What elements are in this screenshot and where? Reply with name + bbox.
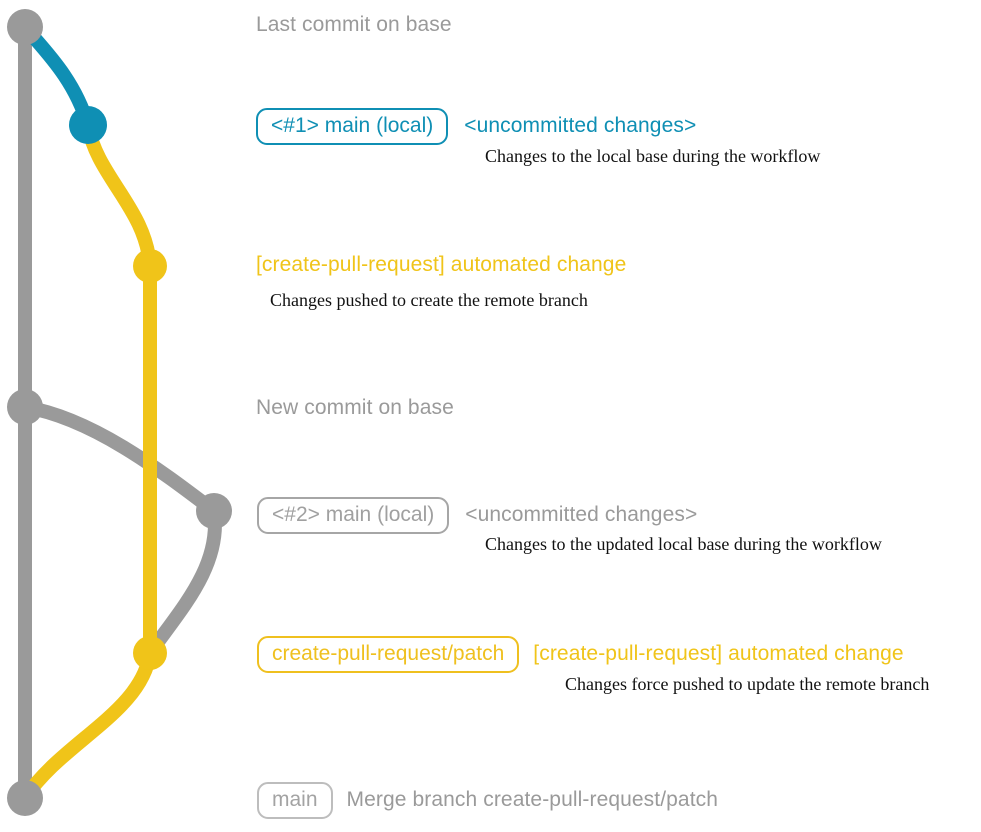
commit-row-patch-1: [create-pull-request] automated change xyxy=(256,253,626,277)
commit-node-base-new[interactable] xyxy=(7,389,43,425)
branch-pill-main[interactable]: main xyxy=(257,782,333,819)
commit-description: Changes force pushed to update the remot… xyxy=(565,674,930,694)
commit-subject: New commit on base xyxy=(256,396,454,419)
commit-subject: <uncommitted changes> xyxy=(464,114,697,137)
commit-node-local-2[interactable] xyxy=(196,493,232,529)
commit-row-base-new: New commit on base xyxy=(256,396,454,420)
edge-patch2-to-merge xyxy=(18,646,157,805)
commit-subject: Last commit on base xyxy=(256,13,452,36)
commit-description: Changes to the updated local base during… xyxy=(485,534,882,554)
edge-base-to-local2 xyxy=(18,400,221,518)
commit-node-base-last[interactable] xyxy=(7,9,43,45)
commit-row-merge: main Merge branch create-pull-request/pa… xyxy=(257,782,718,819)
branch-pill-create-pull-request-patch[interactable]: create-pull-request/patch xyxy=(257,636,520,673)
commit-row-local-1: <#1> main (local) <uncommitted changes> xyxy=(256,108,696,145)
branch-pill-main-local-2[interactable]: <#2> main (local) xyxy=(257,497,450,534)
commit-subject: [create-pull-request] automated change xyxy=(256,253,627,276)
commit-node-patch-1[interactable] xyxy=(133,249,167,283)
commit-subject: <uncommitted changes> xyxy=(465,503,698,526)
commit-row-patch-2: create-pull-request/patch [create-pull-r… xyxy=(257,636,904,673)
commit-node-patch-2[interactable] xyxy=(133,636,167,670)
branch-pill-main-local-1[interactable]: <#1> main (local) xyxy=(256,108,449,145)
commit-row-base-last: Last commit on base xyxy=(256,13,452,37)
commit-description: Changes to the local base during the wor… xyxy=(485,146,821,166)
commit-node-local-1[interactable] xyxy=(69,106,107,144)
commit-subject: [create-pull-request] automated change xyxy=(533,642,904,665)
commit-row-local-2: <#2> main (local) <uncommitted changes> xyxy=(257,497,697,534)
commit-description: Changes pushed to create the remote bran… xyxy=(270,290,588,310)
commit-subject: Merge branch create-pull-request/patch xyxy=(346,788,719,811)
edge-local2-to-patch2 xyxy=(143,504,222,660)
commit-node-merge[interactable] xyxy=(7,780,43,816)
